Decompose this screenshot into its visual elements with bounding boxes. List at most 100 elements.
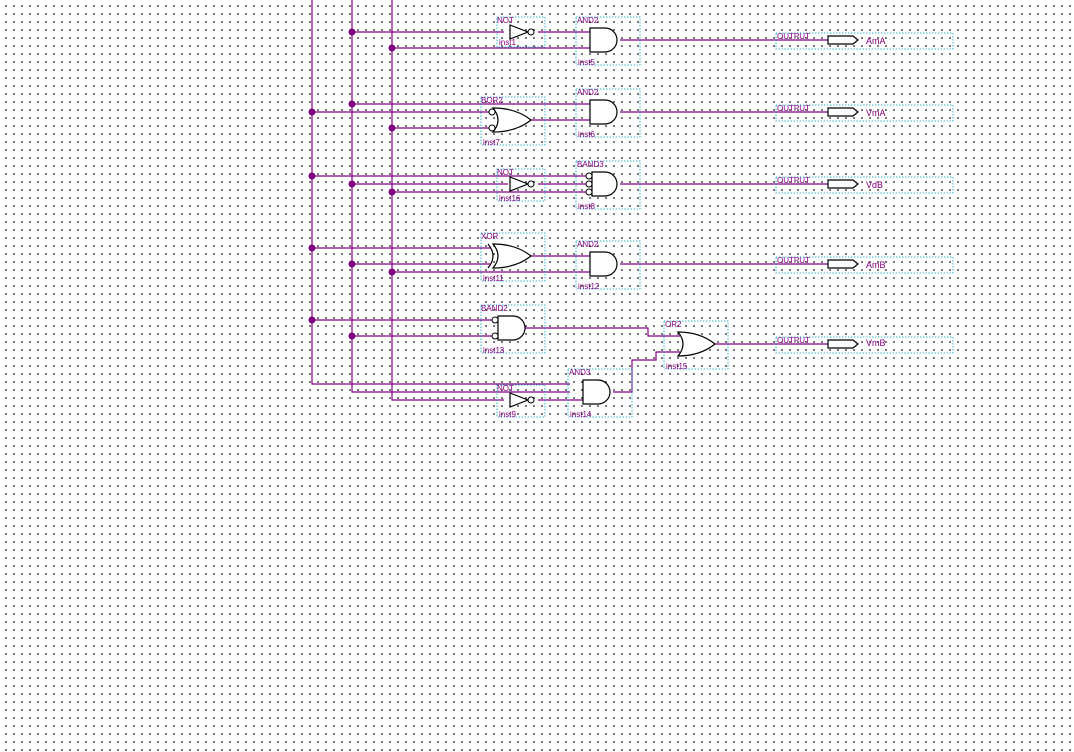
output-pin-arrow-icon[interactable] [827,35,859,45]
inverter-bubble [488,124,496,132]
instance-box [480,304,546,354]
not-gate-icon [509,176,530,192]
output-pin-arrow-icon[interactable] [827,179,859,189]
not-gate-inst9[interactable] [509,392,535,408]
junction-dot [348,332,356,340]
instance-box [496,16,546,48]
instance-label: inst8 [578,202,595,211]
gate-type-label: XOR [481,232,499,241]
output-type-label: OUTPUT [777,256,810,265]
output-pin-arrow-icon[interactable] [827,259,859,269]
not-gate-inst16[interactable] [509,176,535,192]
instance-box [496,168,546,202]
junction-dot [308,316,316,324]
and-gate-inst14-icon[interactable] [582,379,611,405]
wire[interactable] [525,327,680,337]
output-type-label: OUTPUT [777,104,810,113]
instance-label: inst5 [578,58,595,67]
and-gate-inst6-icon[interactable] [589,99,618,125]
instance-label: inst12 [578,282,600,291]
junction-dot [348,28,356,36]
bus-wire-3[interactable] [391,0,504,401]
output-name-label: VmA [866,108,886,118]
output-pins [827,35,859,349]
instance-label: inst13 [483,346,505,355]
bor2-gate-inst7[interactable] [488,107,532,133]
gate-type-label: BAND2 [481,304,508,313]
band3-gate-inst8[interactable] [585,171,618,197]
instance-box [575,160,641,210]
junction-dot [348,260,356,268]
output-name-label: AmB [866,260,886,270]
gate-type-label: AND2 [577,88,599,97]
or-gate-inst15-icon[interactable] [676,331,716,357]
instance-box [480,232,546,282]
signal-wires [312,31,828,401]
output-pin-box [775,104,954,122]
inverter-bubble [585,180,593,188]
instance-label: inst7 [483,138,500,147]
junction-dot [388,124,396,132]
inverter-bubble [527,28,535,36]
not-gate-inst1[interactable] [509,24,535,40]
and-gate-inst5-icon[interactable] [589,27,618,53]
output-pin-arrow-icon[interactable] [827,339,859,349]
gate-type-label: NOT [497,16,514,25]
gate-type-label: BOR2 [481,96,503,105]
output-pin-box [775,336,954,354]
inverter-bubble [585,172,593,180]
junction-dot [348,100,356,108]
and-gate-inst12-icon[interactable] [589,251,618,277]
instance-box [575,88,641,138]
wire-junctions [308,28,396,340]
instance-label: inst6 [578,130,595,139]
inverter-bubble [491,332,499,340]
xor-gate-inst11[interactable] [487,243,532,269]
output-name-label: VdB [866,180,883,190]
gate-type-label: NOT [497,168,514,177]
not-gate-icon [509,392,530,408]
gate-type-label: NOT [497,384,514,393]
instance-label: inst14 [570,410,592,419]
band2-gate-inst13[interactable] [491,315,526,341]
gate-type-label: AND2 [577,240,599,249]
output-pin-arrow-icon[interactable] [827,107,859,117]
output-pin-box [775,256,954,274]
output-name-label: VmB [866,338,886,348]
output-pin-box [775,176,954,194]
wire[interactable] [613,351,680,393]
instance-label: inst11 [483,274,504,283]
output-pin-labels: OUTPUT AmA OUTPUT VmA OUTPUT VdB OUTPUT … [777,32,886,348]
output-name-label: AmA [866,36,886,46]
junction-dot [388,268,396,276]
inverter-bubble [488,108,496,116]
inverter-bubble [527,180,535,188]
not-gate-icon [509,24,530,40]
gate-type-label: OR2 [665,320,682,329]
junction-dot [308,172,316,180]
instance-label: inst15 [666,362,688,371]
instance-box [575,240,641,290]
or-gate-icon [491,107,532,133]
gate-type-label: AND3 [569,368,591,377]
inverter-bubble [527,396,535,404]
instance-box [480,96,546,146]
bus-wire-2[interactable] [351,0,570,393]
inverter-bubble [491,316,499,324]
and-gate-icon [497,315,526,341]
xor-input-curve [487,243,494,269]
instance-boxes [480,16,954,418]
junction-dot [308,244,316,252]
input-bus-wires [311,0,570,401]
inverter-bubble [585,188,593,196]
instance-label: inst1 [499,38,516,47]
instance-name-labels: inst1 inst5 inst7 inst6 inst16 inst8 ins… [483,38,688,419]
bus-wire-1[interactable] [311,0,570,385]
junction-dot [388,44,396,52]
junction-dot [348,180,356,188]
output-type-label: OUTPUT [777,32,810,41]
junction-dot [388,188,396,196]
output-pin-box [775,32,954,50]
instance-box [567,368,633,418]
